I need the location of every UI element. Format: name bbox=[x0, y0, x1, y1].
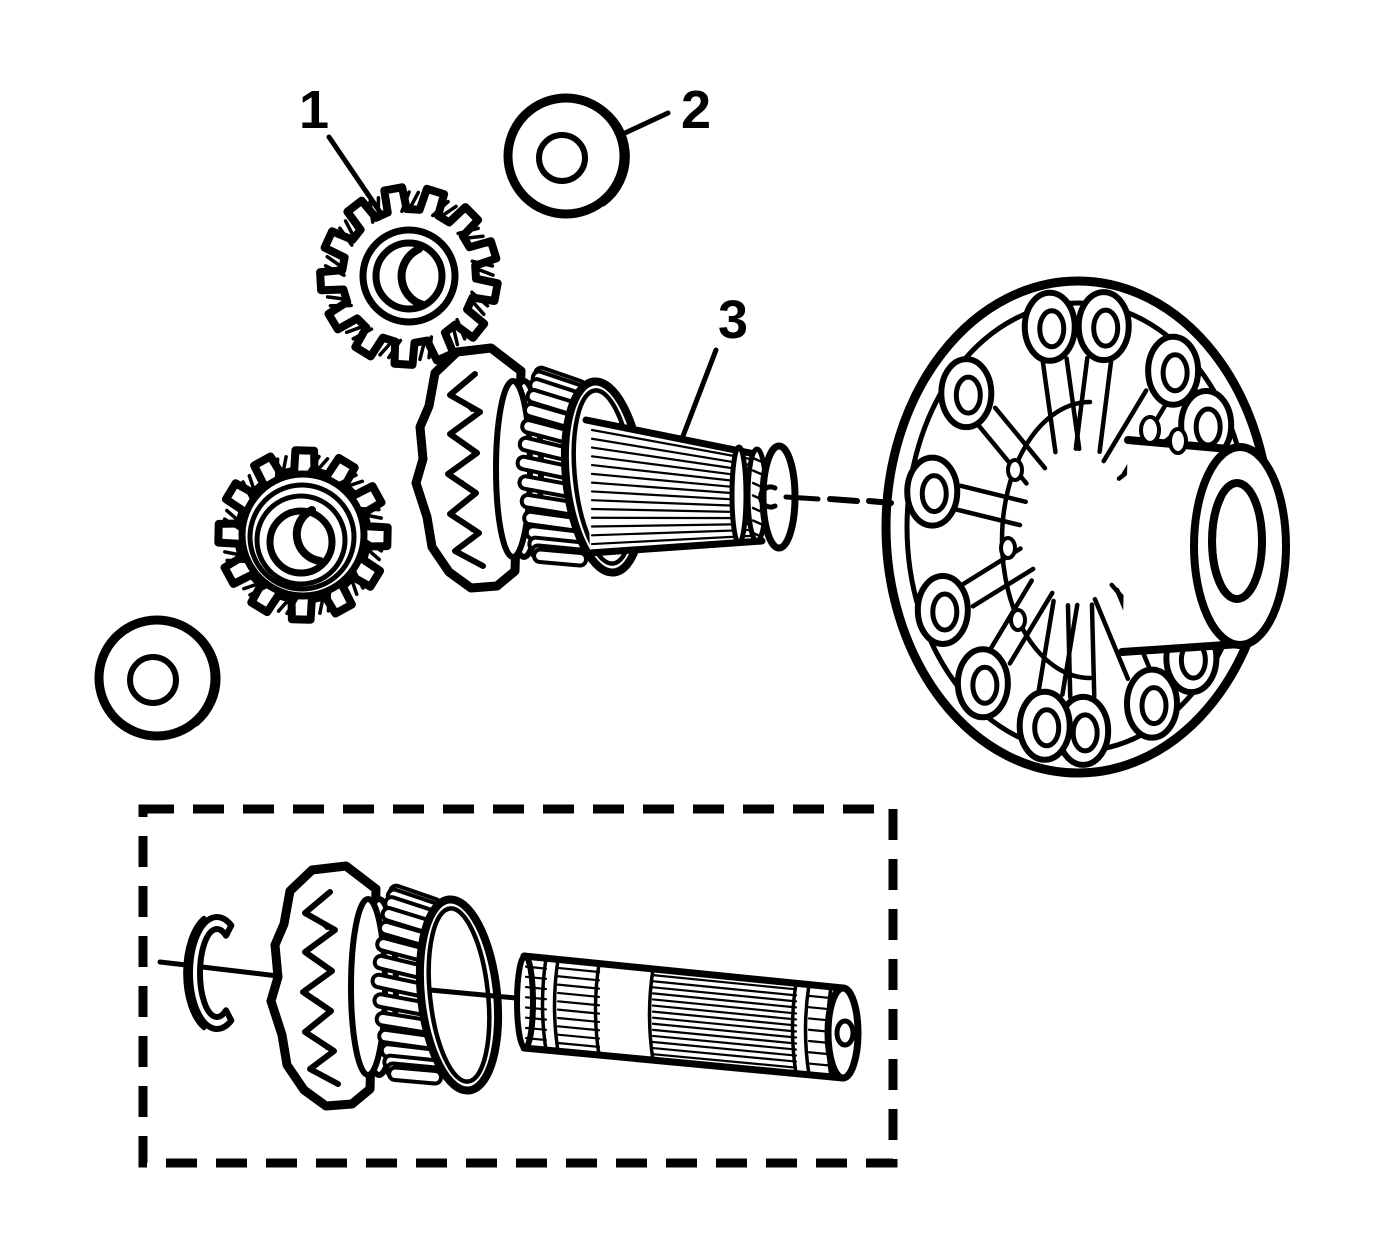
pinion-gear-lower bbox=[214, 446, 392, 624]
pinion-gear-upper bbox=[316, 183, 502, 369]
detail-inset-box bbox=[138, 804, 898, 1168]
assembly-centerline bbox=[783, 494, 894, 506]
snap-ring bbox=[183, 914, 235, 1032]
callout-3-leader bbox=[680, 347, 719, 439]
callout-3: 3 bbox=[680, 290, 748, 439]
callout-2-leader bbox=[622, 110, 671, 136]
thrust-washer-lower bbox=[94, 615, 221, 741]
inset-centerline bbox=[157, 959, 519, 1001]
thrust-washer-upper bbox=[503, 93, 630, 219]
inset-dashed-border bbox=[138, 804, 898, 1168]
differential-case bbox=[881, 276, 1290, 778]
callout-1: 1 bbox=[299, 80, 383, 215]
callout-3-label: 3 bbox=[718, 290, 748, 350]
callout-1-leader bbox=[326, 134, 383, 215]
inset-side-gear-bearing bbox=[266, 861, 503, 1111]
inset-splined-shaft bbox=[514, 952, 862, 1082]
callout-2-label: 2 bbox=[681, 80, 711, 140]
side-gear-splined-shaft bbox=[582, 416, 799, 557]
callout-1-label: 1 bbox=[299, 80, 329, 140]
callout-2: 2 bbox=[622, 80, 711, 140]
